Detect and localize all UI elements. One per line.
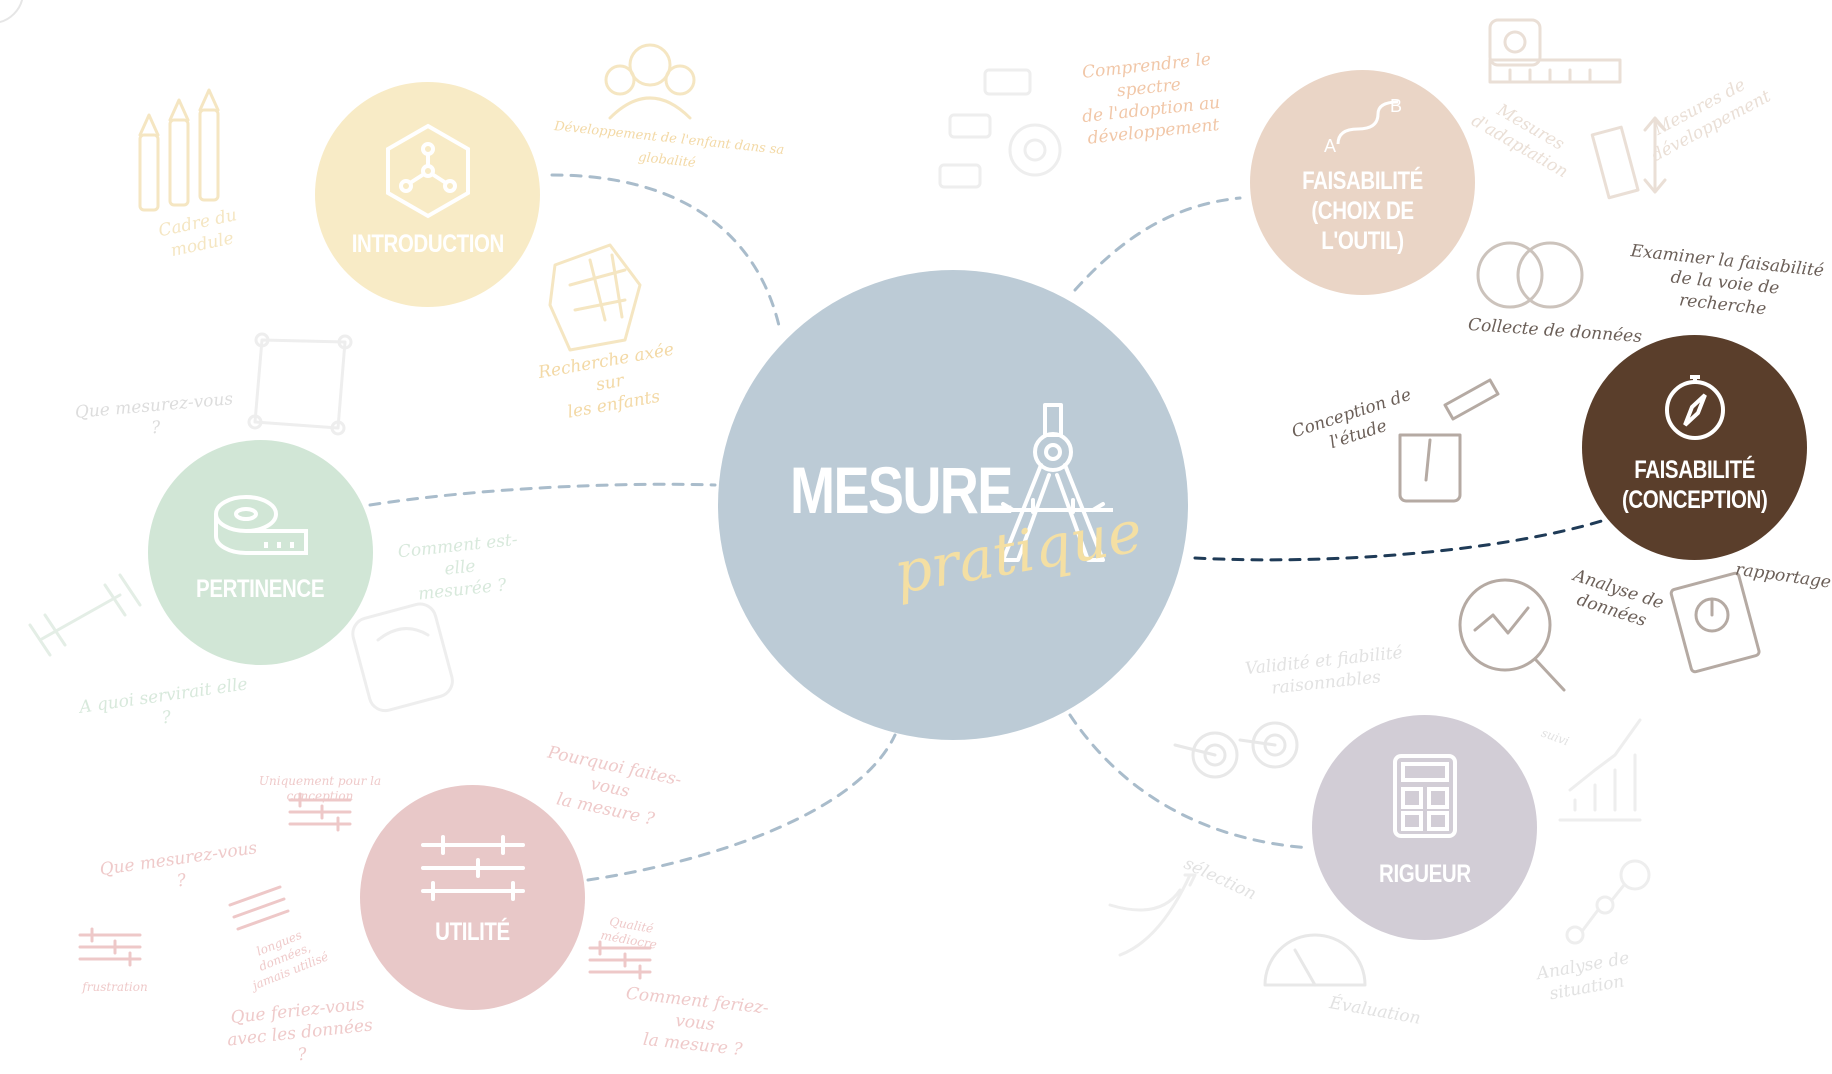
center-title: MESURE (790, 453, 1013, 527)
annotation-frustration: frustration (82, 980, 148, 994)
crossing-arrows-icon (1108, 873, 1197, 957)
crayons-icon (138, 88, 220, 212)
node-utilite-label: UTILITÉ (435, 918, 510, 946)
connector-introduction (550, 173, 782, 332)
magnifier-chart-icon (1458, 578, 1566, 692)
node-rigueur-label: RIGUEUR (1378, 860, 1471, 888)
node-faisabilite-outil[interactable]: A B FAISABILITÉ (CHOIX DE L'OUTIL) (1250, 70, 1475, 295)
tape-measure-icon (213, 494, 308, 555)
calculator-icon (1392, 754, 1457, 838)
rubik-cube-icon (548, 243, 642, 352)
node-rigueur[interactable]: RIGUEUR (1312, 715, 1537, 940)
node-pertinence-label: PERTINENCE (196, 574, 325, 603)
connector-faisabilite-outil (1073, 196, 1242, 292)
compass-navigation-icon (1664, 375, 1725, 440)
annotation-que-feriez: Que feriez-vous avec les données ? (226, 994, 374, 1066)
gauge-icon (1263, 933, 1367, 987)
connector-pertinence (368, 482, 717, 507)
scale-icon (351, 602, 454, 713)
growth-chart-icon (1558, 718, 1642, 822)
sliders-icon (420, 835, 525, 901)
level-tool-icon (1488, 18, 1622, 84)
beaker-icon (1398, 378, 1500, 503)
report-pie-icon (1669, 571, 1761, 674)
sliders-small-icon (288, 792, 352, 832)
svg-text:A: A (1324, 136, 1336, 154)
flowchart-gear-icon (938, 68, 1062, 189)
connector-faisabilite-conception (1193, 518, 1607, 562)
targets-icon (1173, 721, 1299, 779)
annotation-uniquement: Uniquement pour la conception (258, 774, 382, 803)
node-faisabilite-outil-label: FAISABILITÉ (CHOIX DE L'OUTIL) (1302, 167, 1423, 255)
compass-drawing-icon (993, 403, 1113, 562)
dumbbell-icon (28, 573, 142, 657)
svg-text:B: B (1390, 96, 1402, 116)
node-utilite[interactable]: UTILITÉ (360, 785, 585, 1010)
group-people-icon (604, 43, 696, 120)
route-pin-icon (1565, 859, 1651, 945)
sliders-small-icon (228, 885, 290, 931)
connector-rigueur (1068, 713, 1312, 850)
center-node-mesure-pratique[interactable]: MESURE pratique (718, 270, 1188, 740)
connector-utilite (586, 733, 897, 882)
node-pertinence[interactable]: PERTINENCE (148, 440, 373, 665)
node-introduction[interactable]: INTRODUCTION (315, 82, 540, 307)
a-to-b-path-icon: A B (1324, 96, 1402, 154)
ruler-arrows-icon (1590, 116, 1667, 200)
sliders-small-icon (588, 940, 652, 980)
annotation-comment-mesuree: Comment est-elle mesurée ? (396, 529, 519, 605)
venn-diagram-icon (1476, 241, 1584, 309)
node-faisabilite-conception-label: FAISABILITÉ (CONCEPTION) (1621, 456, 1768, 514)
sliders-small-icon (78, 927, 142, 967)
node-introduction-label: INTRODUCTION (351, 229, 504, 258)
square-nodes-icon (247, 332, 353, 436)
hexagon-network-icon (385, 123, 470, 218)
node-faisabilite-conception[interactable]: FAISABILITÉ (CONCEPTION) (1582, 335, 1807, 560)
